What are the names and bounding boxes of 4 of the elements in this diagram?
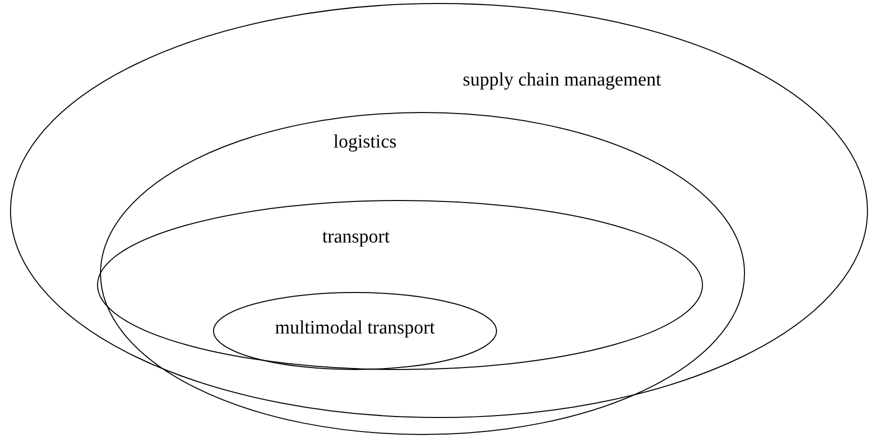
ellipse-label: supply chain management bbox=[462, 70, 662, 90]
ellipse-label: multimodal transport bbox=[275, 318, 435, 338]
ellipse-label: logistics bbox=[333, 132, 397, 152]
ellipse-label: transport bbox=[322, 228, 390, 246]
